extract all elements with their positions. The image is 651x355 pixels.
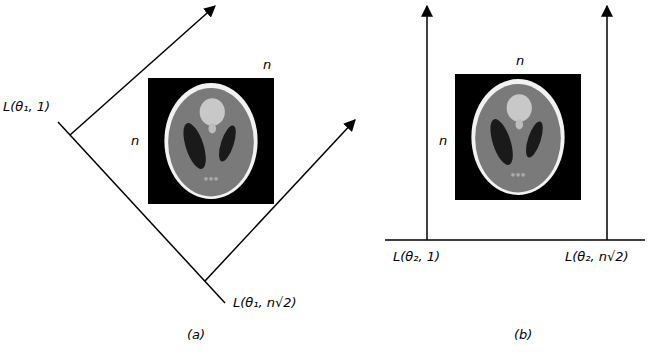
detector-line — [58, 122, 225, 303]
label: n — [262, 58, 272, 73]
ray-arrow — [70, 6, 215, 135]
label: L(θ₁, n√2) — [232, 296, 298, 311]
label: n — [515, 54, 525, 69]
ray-arrow — [205, 120, 355, 281]
label: L(θ₁, 1) — [2, 100, 51, 115]
detector-line — [385, 239, 645, 241]
phantom-image — [148, 78, 274, 204]
label: L(θ₂, 1) — [392, 250, 441, 265]
ray-arrow — [606, 6, 608, 240]
label: (a) — [186, 328, 206, 343]
label: n — [130, 134, 140, 149]
phantom-image — [455, 74, 581, 200]
ray-arrow — [426, 6, 428, 240]
label: (b) — [513, 328, 533, 343]
label: L(θ₂, n√2) — [564, 250, 630, 265]
label: n — [438, 134, 448, 149]
